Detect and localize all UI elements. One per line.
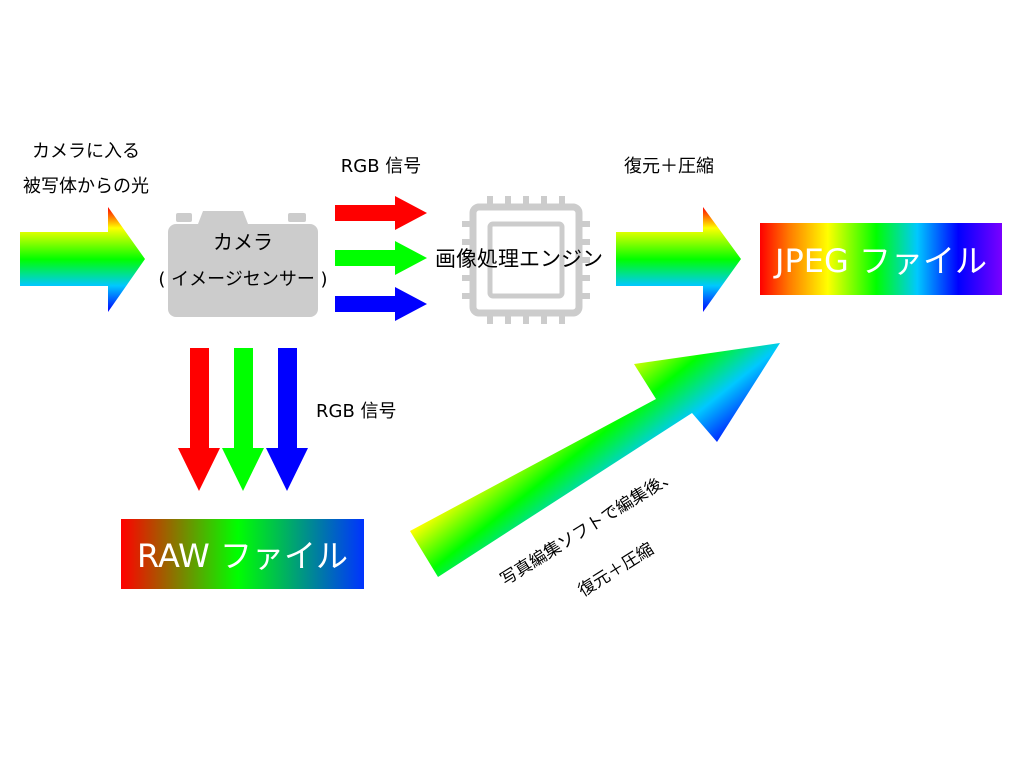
incoming-light-arrow	[20, 207, 145, 312]
green-signal-arrow	[335, 241, 427, 275]
jpeg-file-box: JPEG ファイル	[760, 223, 1002, 295]
raw-file-box: RAW ファイル	[121, 519, 364, 589]
processor-chip-icon	[462, 196, 590, 324]
raw-file-label: RAW ファイル	[137, 537, 348, 575]
camera-icon	[168, 211, 318, 317]
rgb-signal-label-top: RGB 信号	[340, 156, 422, 177]
raw-to-jpeg-diagonal-arrow	[410, 343, 780, 577]
engine-to-jpeg-arrow	[616, 207, 741, 312]
red-raw-arrow	[178, 348, 220, 491]
engine-label: 画像処理エンジン	[435, 247, 603, 271]
camera-subtitle: ( イメージセンサー )	[158, 269, 328, 290]
restore-compress-label-top: 復元＋圧縮	[624, 156, 714, 177]
jpeg-file-label: JPEG ファイル	[775, 242, 987, 280]
incoming-light-label-line2: 被写体からの光	[23, 176, 149, 197]
red-signal-arrow	[335, 196, 427, 230]
camera-title: カメラ	[213, 230, 273, 254]
blue-raw-arrow	[266, 348, 308, 491]
incoming-light-label-line1: カメラに入る	[32, 141, 140, 162]
green-raw-arrow	[222, 348, 264, 491]
rgb-signal-label-left: RGB 信号	[316, 401, 397, 422]
blue-signal-arrow	[335, 287, 427, 321]
